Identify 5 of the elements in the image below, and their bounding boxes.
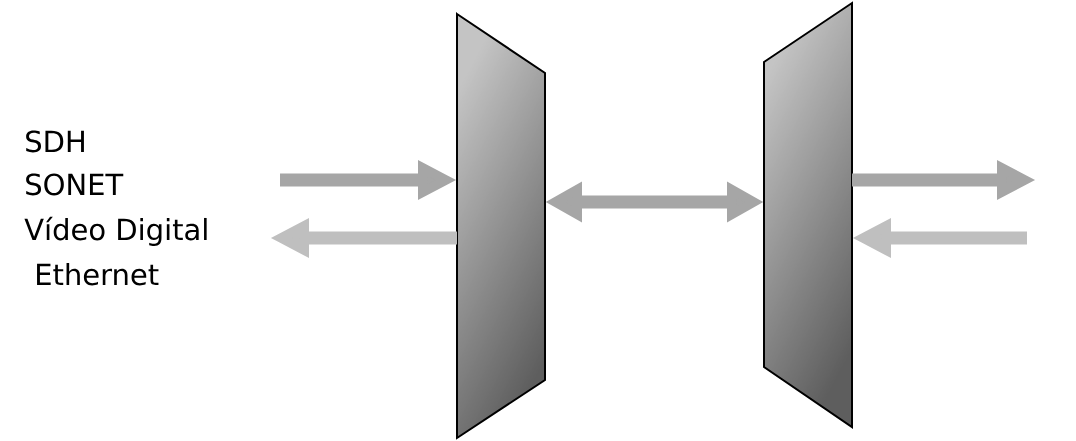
protocol-label: SONET (26, 173, 124, 196)
protocol-label: Vídeo Digital (24, 216, 207, 247)
protocol-label: Ethernet (37, 262, 159, 286)
protocol-label: SDH (26, 130, 84, 153)
trapezoid-block (763, 1, 853, 429)
